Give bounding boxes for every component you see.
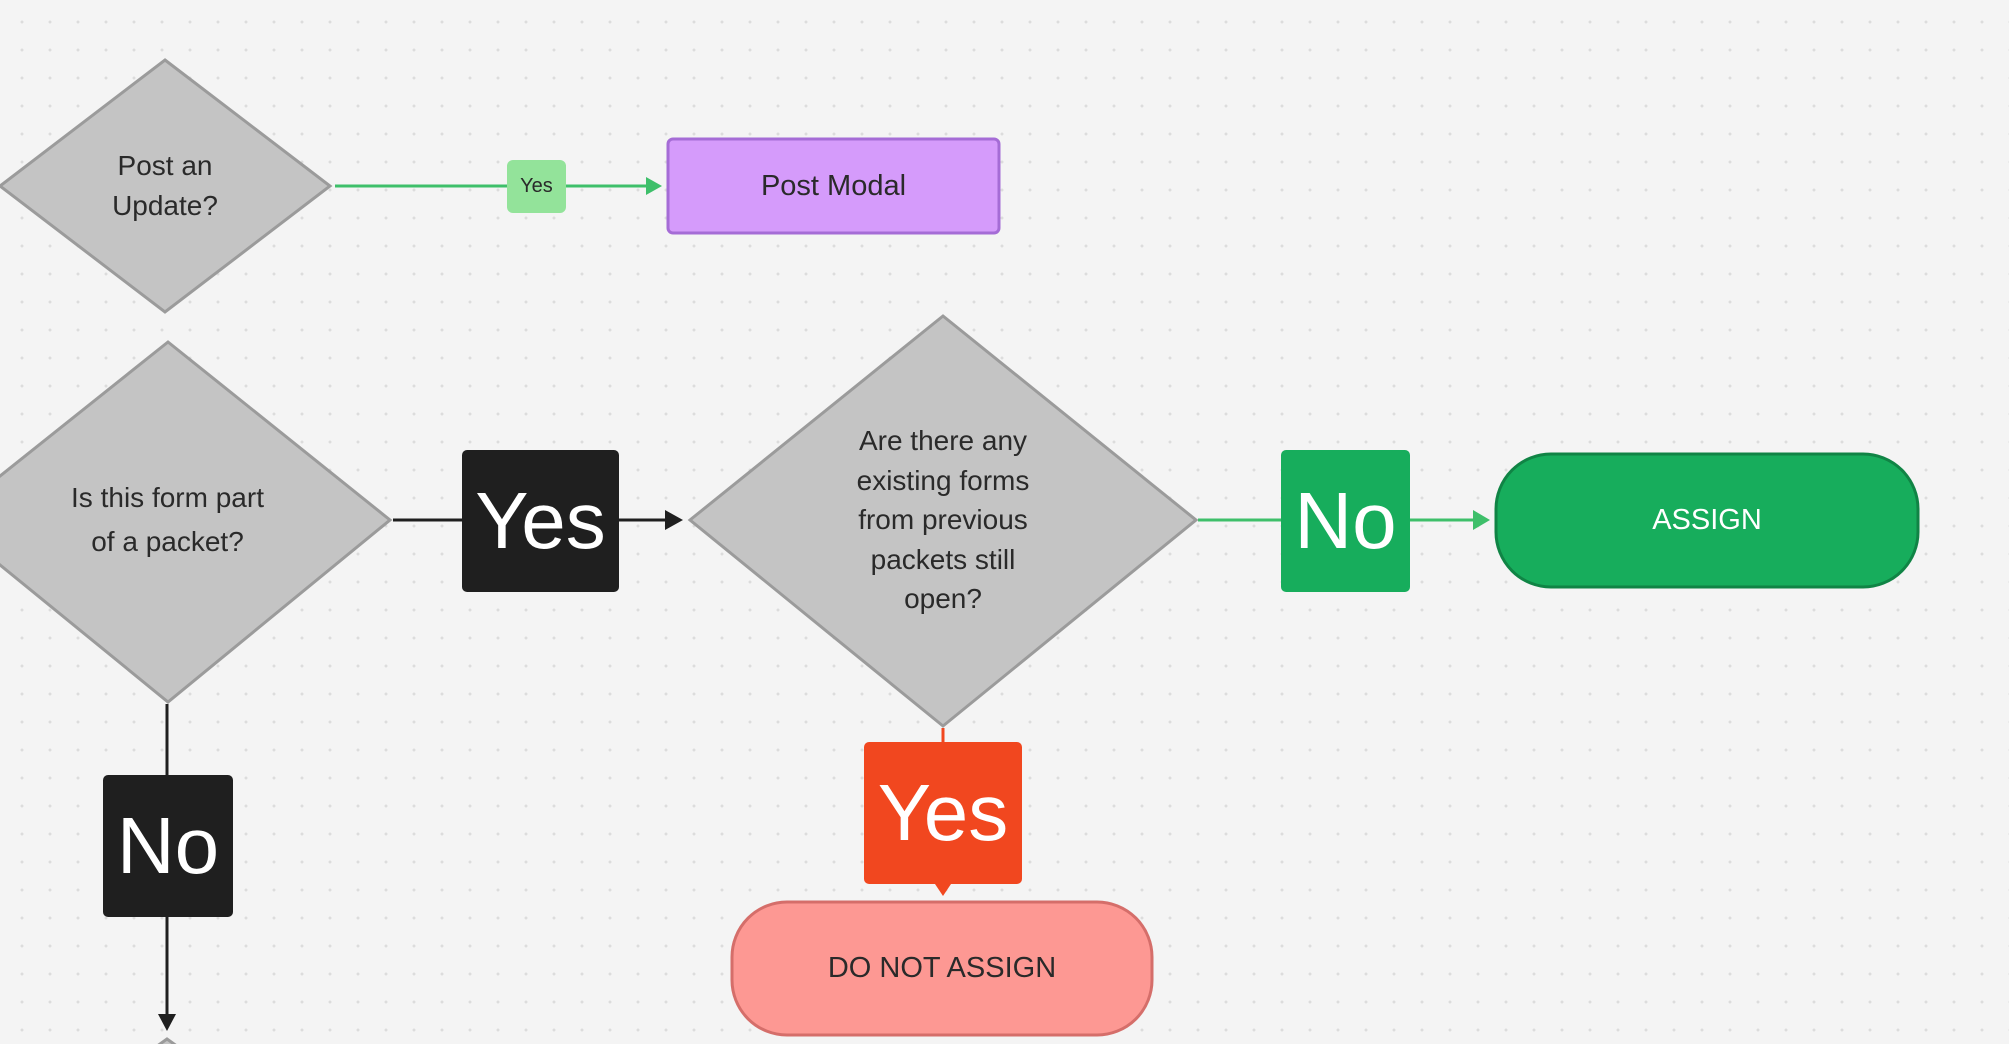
connector-label-existing-yes[interactable]: Yes	[864, 742, 1022, 884]
connector-existing-no-arrowhead	[1473, 510, 1490, 530]
decision-existing-forms-text: Are there any existing forms from previo…	[856, 425, 1030, 615]
decision-post-update[interactable]	[0, 58, 333, 314]
post-modal-text: Post Modal	[760, 169, 907, 202]
connector-label-existing-no[interactable]: No	[1281, 450, 1410, 592]
connector-packet-no-arrowhead	[158, 1014, 176, 1031]
assign-text: ASSIGN	[1652, 504, 1762, 536]
connector-existing-yes-arrowhead	[935, 884, 951, 896]
connector-label-packet-yes[interactable]: Yes	[462, 450, 619, 592]
connector-label-packet-no[interactable]: No	[103, 775, 233, 917]
do-not-assign-text: DO NOT ASSIGN	[827, 952, 1057, 984]
terminal-do-not-assign[interactable]	[730, 900, 1154, 1037]
decision-existing-forms[interactable]	[687, 314, 1199, 728]
connector-packet-yes-arrowhead	[665, 510, 683, 530]
decision-packet[interactable]	[0, 340, 393, 704]
process-post-modal[interactable]	[666, 137, 1001, 235]
terminal-assign[interactable]	[1494, 452, 1920, 589]
decision-packet-text: Is this form part of a packet?	[71, 482, 264, 557]
decision-post-update-text: Post an Update?	[112, 150, 218, 221]
decision-next-partial[interactable]	[132, 1037, 202, 1044]
connector-label-post-update-yes[interactable]: Yes	[507, 160, 566, 213]
connector-post-update-arrowhead	[646, 177, 662, 195]
